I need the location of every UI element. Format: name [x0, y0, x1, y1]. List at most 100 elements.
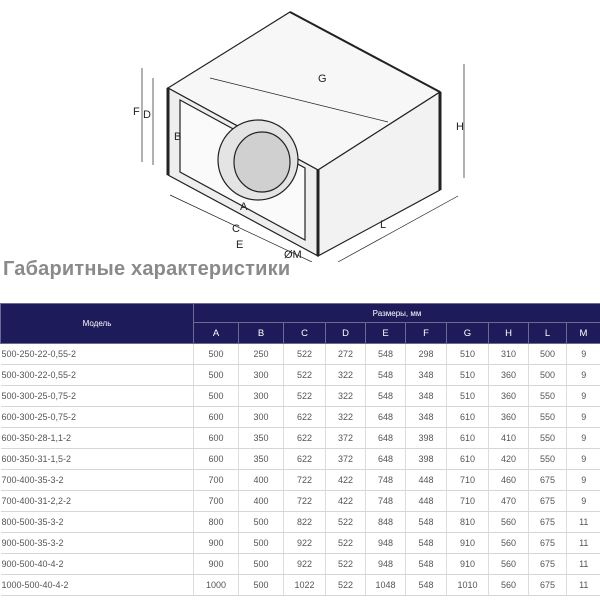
value-cell-c: 522 [283, 364, 326, 386]
value-cell-a: 600 [193, 448, 239, 470]
value-cell-d: 372 [325, 448, 366, 470]
value-cell-b: 300 [238, 385, 284, 407]
value-cell-f: 298 [405, 343, 447, 365]
dim-label-D: D [143, 109, 151, 121]
value-cell-f: 548 [405, 511, 447, 533]
model-cell: 800-500-35-3-2 [0, 511, 194, 533]
value-cell-l: 550 [528, 427, 567, 449]
value-cell-g: 1010 [446, 574, 489, 596]
dim-label-M: ØM [284, 249, 302, 261]
value-cell-a: 900 [193, 553, 239, 575]
value-cell-h: 560 [488, 553, 529, 575]
column-header-f: F [405, 322, 447, 344]
value-cell-e: 548 [365, 343, 406, 365]
value-cell-c: 922 [283, 532, 326, 554]
value-cell-h: 360 [488, 406, 529, 428]
model-cell: 600-350-31-1,5-2 [0, 448, 194, 470]
value-cell-b: 300 [238, 364, 284, 386]
value-cell-h: 470 [488, 490, 529, 512]
column-header-e: E [365, 322, 406, 344]
value-cell-b: 250 [238, 343, 284, 365]
column-header-b: B [238, 322, 284, 344]
model-cell: 700-400-31-2,2-2 [0, 490, 194, 512]
value-cell-b: 500 [238, 532, 284, 554]
value-cell-e: 548 [365, 385, 406, 407]
value-cell-a: 800 [193, 511, 239, 533]
model-cell: 900-500-40-4-2 [0, 553, 194, 575]
model-cell: 500-300-22-0,55-2 [0, 364, 194, 386]
value-cell-l: 550 [528, 385, 567, 407]
value-cell-e: 948 [365, 553, 406, 575]
value-cell-e: 948 [365, 532, 406, 554]
value-cell-g: 710 [446, 469, 489, 491]
value-cell-g: 910 [446, 532, 489, 554]
value-cell-g: 510 [446, 364, 489, 386]
value-cell-h: 360 [488, 364, 529, 386]
value-cell-m: 11 [565, 532, 600, 554]
dim-label-E: E [236, 239, 243, 251]
dim-label-G: G [318, 73, 327, 85]
value-cell-f: 348 [405, 385, 447, 407]
dim-label-H: H [456, 121, 464, 133]
value-cell-f: 548 [405, 574, 447, 596]
value-cell-a: 900 [193, 532, 239, 554]
value-cell-m: 9 [565, 427, 600, 449]
column-header-h: H [488, 322, 529, 344]
value-cell-h: 420 [488, 448, 529, 470]
column-header-a: A [193, 322, 239, 344]
value-cell-b: 350 [238, 448, 284, 470]
value-cell-l: 675 [528, 511, 567, 533]
value-cell-d: 322 [325, 385, 366, 407]
value-cell-m: 9 [565, 385, 600, 407]
dim-label-A: A [240, 201, 248, 213]
value-cell-d: 422 [325, 469, 366, 491]
value-cell-b: 350 [238, 427, 284, 449]
value-cell-c: 722 [283, 469, 326, 491]
value-cell-e: 648 [365, 406, 406, 428]
dim-label-C: C [232, 223, 240, 235]
value-cell-d: 372 [325, 427, 366, 449]
value-cell-c: 622 [283, 406, 326, 428]
value-cell-d: 522 [325, 553, 366, 575]
value-cell-l: 500 [528, 364, 567, 386]
value-cell-d: 522 [325, 532, 366, 554]
duct-fan-dimension-drawing: G H F D B A C E L ØM [133, 11, 465, 262]
dimensions-group-header: Размеры, мм [192, 303, 600, 323]
model-cell: 900-500-35-3-2 [0, 532, 194, 554]
value-cell-a: 700 [193, 469, 239, 491]
section-title: Габаритные характеристики [3, 258, 291, 280]
value-cell-g: 510 [446, 385, 489, 407]
model-cell: 500-300-25-0,75-2 [0, 385, 194, 407]
value-cell-l: 675 [528, 574, 567, 596]
value-cell-h: 360 [488, 385, 529, 407]
value-cell-c: 622 [283, 448, 326, 470]
value-cell-l: 675 [528, 469, 567, 491]
value-cell-b: 400 [238, 490, 284, 512]
model-cell: 600-300-25-0,75-2 [0, 406, 194, 428]
value-cell-a: 500 [193, 364, 239, 386]
value-cell-g: 610 [446, 406, 489, 428]
value-cell-h: 410 [488, 427, 529, 449]
value-cell-m: 11 [565, 511, 600, 533]
value-cell-h: 460 [488, 469, 529, 491]
value-cell-d: 422 [325, 490, 366, 512]
value-cell-e: 548 [365, 364, 406, 386]
value-cell-d: 522 [325, 574, 366, 596]
value-cell-d: 322 [325, 406, 366, 428]
column-header-l: L [528, 322, 567, 344]
value-cell-a: 1000 [193, 574, 239, 596]
value-cell-m: 9 [565, 343, 600, 365]
value-cell-c: 922 [283, 553, 326, 575]
value-cell-m: 9 [565, 364, 600, 386]
value-cell-c: 722 [283, 490, 326, 512]
value-cell-c: 1022 [283, 574, 326, 596]
